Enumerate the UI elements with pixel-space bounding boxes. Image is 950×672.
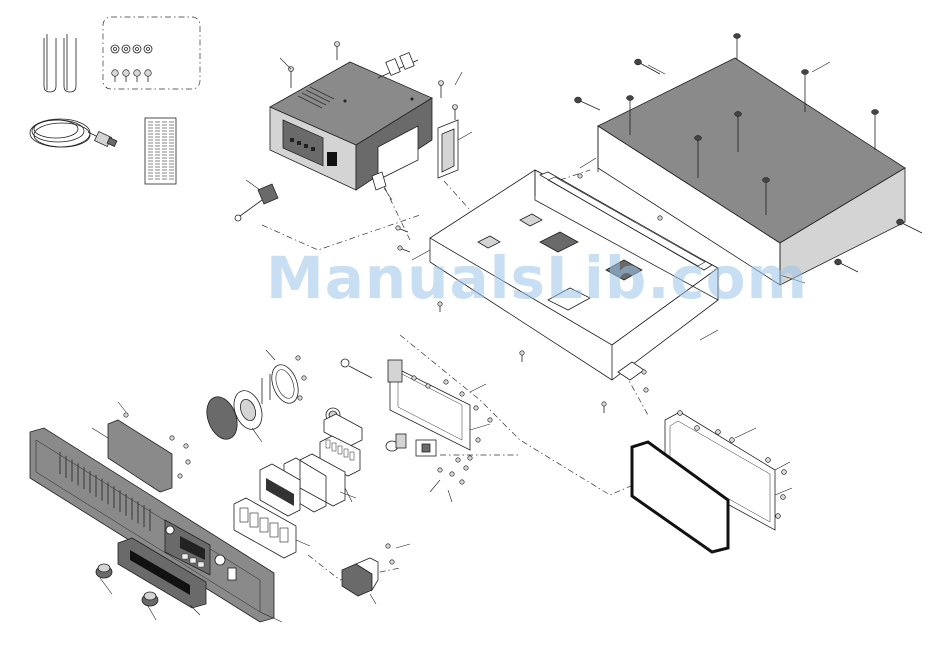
- cable-icon: [30, 119, 117, 147]
- handles-icon: [44, 34, 76, 92]
- button-strips: [234, 414, 362, 558]
- transceiver-unit: [270, 42, 472, 201]
- label-sheet-icon: [145, 118, 176, 184]
- power-plug: [235, 180, 278, 221]
- watermark: ManualsLib.com: [266, 244, 808, 312]
- connector: [342, 544, 410, 604]
- feet-hardware-icon: [103, 17, 200, 89]
- speaker: [201, 350, 306, 443]
